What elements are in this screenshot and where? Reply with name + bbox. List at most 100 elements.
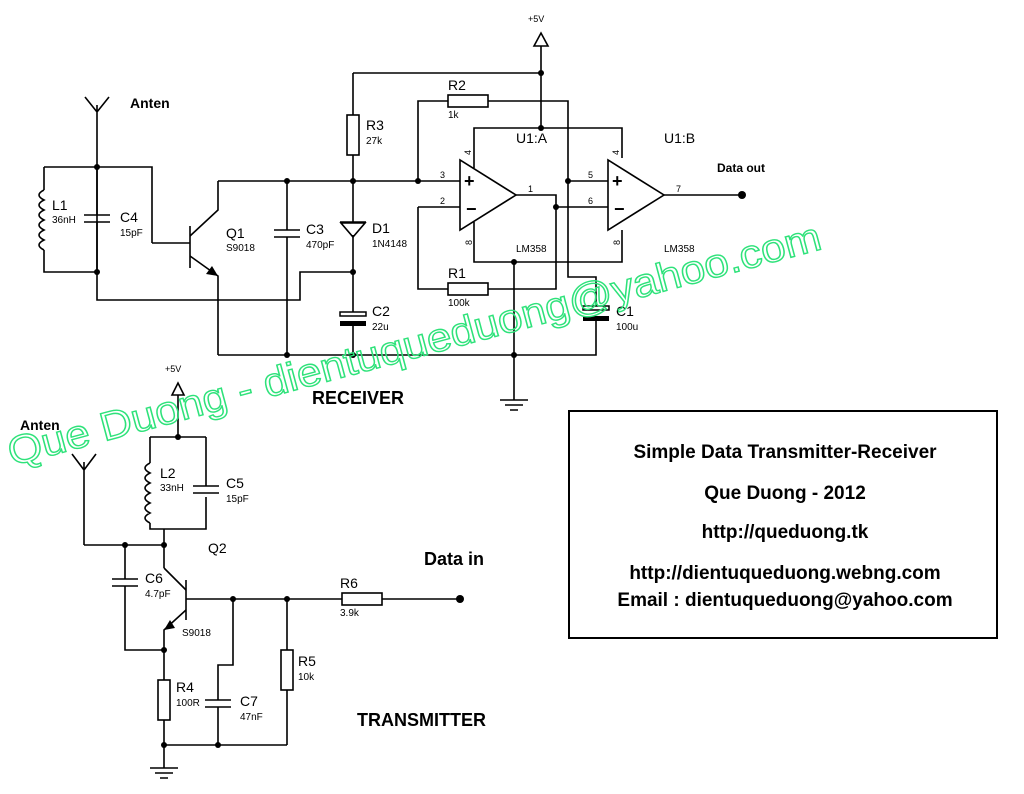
pin-b-in-minus: 6 — [588, 196, 593, 206]
resistor-r1 — [447, 282, 489, 296]
receiver-return-wire — [96, 271, 355, 301]
r2-leads — [417, 100, 569, 181]
r3-ref: R3 — [366, 117, 384, 133]
r1-ref: R1 — [448, 265, 466, 281]
capacitor-c1 — [567, 181, 610, 331]
pin-a-vcc: 4 — [463, 150, 473, 155]
receiver-title: RECEIVER — [312, 388, 404, 408]
r1-leads — [417, 207, 557, 290]
input-terminal — [456, 595, 464, 603]
tx-antenna-label: Anten — [20, 417, 60, 433]
u1b-ref: U1:B — [664, 130, 695, 146]
inductor-l2 — [144, 462, 152, 524]
junction — [161, 542, 167, 548]
transistor-q1 — [152, 181, 219, 355]
l1-ref: L1 — [52, 197, 68, 213]
tx-tank-wiring — [149, 437, 207, 530]
output-terminal — [738, 191, 746, 199]
c1-value: 100u — [616, 322, 638, 333]
capacitor-c3 — [274, 181, 300, 355]
resistor-r4 — [157, 679, 171, 721]
junction — [350, 269, 356, 275]
c2-ref: C2 — [372, 303, 390, 319]
c6-value: 4.7pF — [145, 589, 171, 600]
r3-value: 27k — [366, 136, 383, 147]
pin-a-in-plus: 3 — [440, 170, 445, 180]
capacitor-c6 — [112, 545, 164, 651]
resistor-r5 — [280, 649, 294, 691]
inductor-l1 — [38, 189, 46, 251]
c6-ref: C6 — [145, 570, 163, 586]
q2-value: S9018 — [182, 628, 211, 639]
info-title: Simple Data Transmitter-Receiver — [633, 442, 937, 463]
supply-label: +5V — [528, 14, 544, 24]
r5-ref: R5 — [298, 653, 316, 669]
info-author: Que Duong - 2012 — [704, 483, 866, 504]
r6-ref: R6 — [340, 575, 358, 591]
r5-value: 10k — [298, 672, 315, 683]
diode-d1 — [339, 181, 367, 306]
tx-antenna-symbol — [71, 453, 97, 545]
junction — [161, 742, 167, 748]
receiver-tank-wiring — [43, 166, 153, 273]
info-website: http://queduong.tk — [701, 522, 869, 543]
u1a-value: LM358 — [516, 244, 547, 255]
svg-text:+: + — [612, 171, 623, 191]
receiver-antenna-label: Anten — [130, 95, 170, 111]
pin-b-vcc: 4 — [611, 150, 621, 155]
junction — [161, 647, 167, 653]
svg-text:−: − — [466, 199, 477, 219]
c7-value: 47nF — [240, 712, 263, 723]
supply-arrow — [532, 31, 550, 47]
opamp-u1a: + − — [418, 127, 623, 263]
r6-value: 3.9k — [340, 608, 360, 619]
resistor-r3 — [346, 114, 360, 156]
c4-value: 15pF — [120, 228, 143, 239]
tx-supply-label: +5V — [165, 364, 181, 374]
q1-value: S9018 — [226, 243, 255, 254]
receiver-ground-symbol — [500, 262, 528, 411]
receiver-antenna-symbol — [84, 96, 110, 167]
r4-value: 100R — [176, 698, 200, 709]
q2-ref: Q2 — [208, 540, 227, 556]
d1-ref: D1 — [372, 220, 390, 236]
c4-ref: C4 — [120, 209, 138, 225]
junction — [284, 352, 290, 358]
tx-antenna-wire — [84, 544, 165, 568]
capacitor-c2 — [339, 306, 367, 355]
d1-value: 1N4148 — [372, 239, 407, 250]
capacitor-c4 — [84, 167, 110, 272]
junction — [94, 164, 100, 170]
junction — [350, 352, 356, 358]
c5-value: 15pF — [226, 494, 249, 505]
data-in-label: Data in — [424, 549, 484, 569]
r1-value: 100k — [448, 298, 471, 309]
q1-ref: Q1 — [226, 225, 245, 241]
pin-b-in-plus: 5 — [588, 170, 593, 180]
svg-text:+: + — [464, 171, 475, 191]
transistor-q2 — [163, 567, 342, 680]
junction — [175, 434, 181, 440]
data-out-label: Data out — [717, 161, 765, 175]
info-email: Email : dientuqueduong@yahoo.com — [617, 590, 953, 611]
pin-b-out: 7 — [676, 184, 681, 194]
pin-b-gnd: 8 — [612, 240, 622, 245]
receiver-ground-rail — [218, 331, 597, 356]
c7-ref: C7 — [240, 693, 258, 709]
l1-value: 36nH — [52, 215, 76, 226]
c5-ref: C5 — [226, 475, 244, 491]
info-box: Simple Data Transmitter-Receiver Que Duo… — [568, 410, 998, 639]
resistor-r2 — [447, 94, 489, 108]
supply-wire — [353, 46, 542, 74]
pin-a-out: 1 — [528, 184, 533, 194]
c3-value: 470pF — [306, 240, 334, 251]
opamp-u1b: + − — [556, 158, 742, 232]
c2-value: 22u — [372, 322, 389, 333]
transmitter-title: TRANSMITTER — [357, 710, 486, 730]
r4-ref: R4 — [176, 679, 194, 695]
resistor-r6 — [341, 592, 383, 606]
l2-ref: L2 — [160, 465, 176, 481]
r2-value: 1k — [448, 110, 460, 121]
u1a-ref: U1:A — [516, 130, 548, 146]
info-website2: http://dientuqueduong.webng.com — [629, 563, 941, 584]
